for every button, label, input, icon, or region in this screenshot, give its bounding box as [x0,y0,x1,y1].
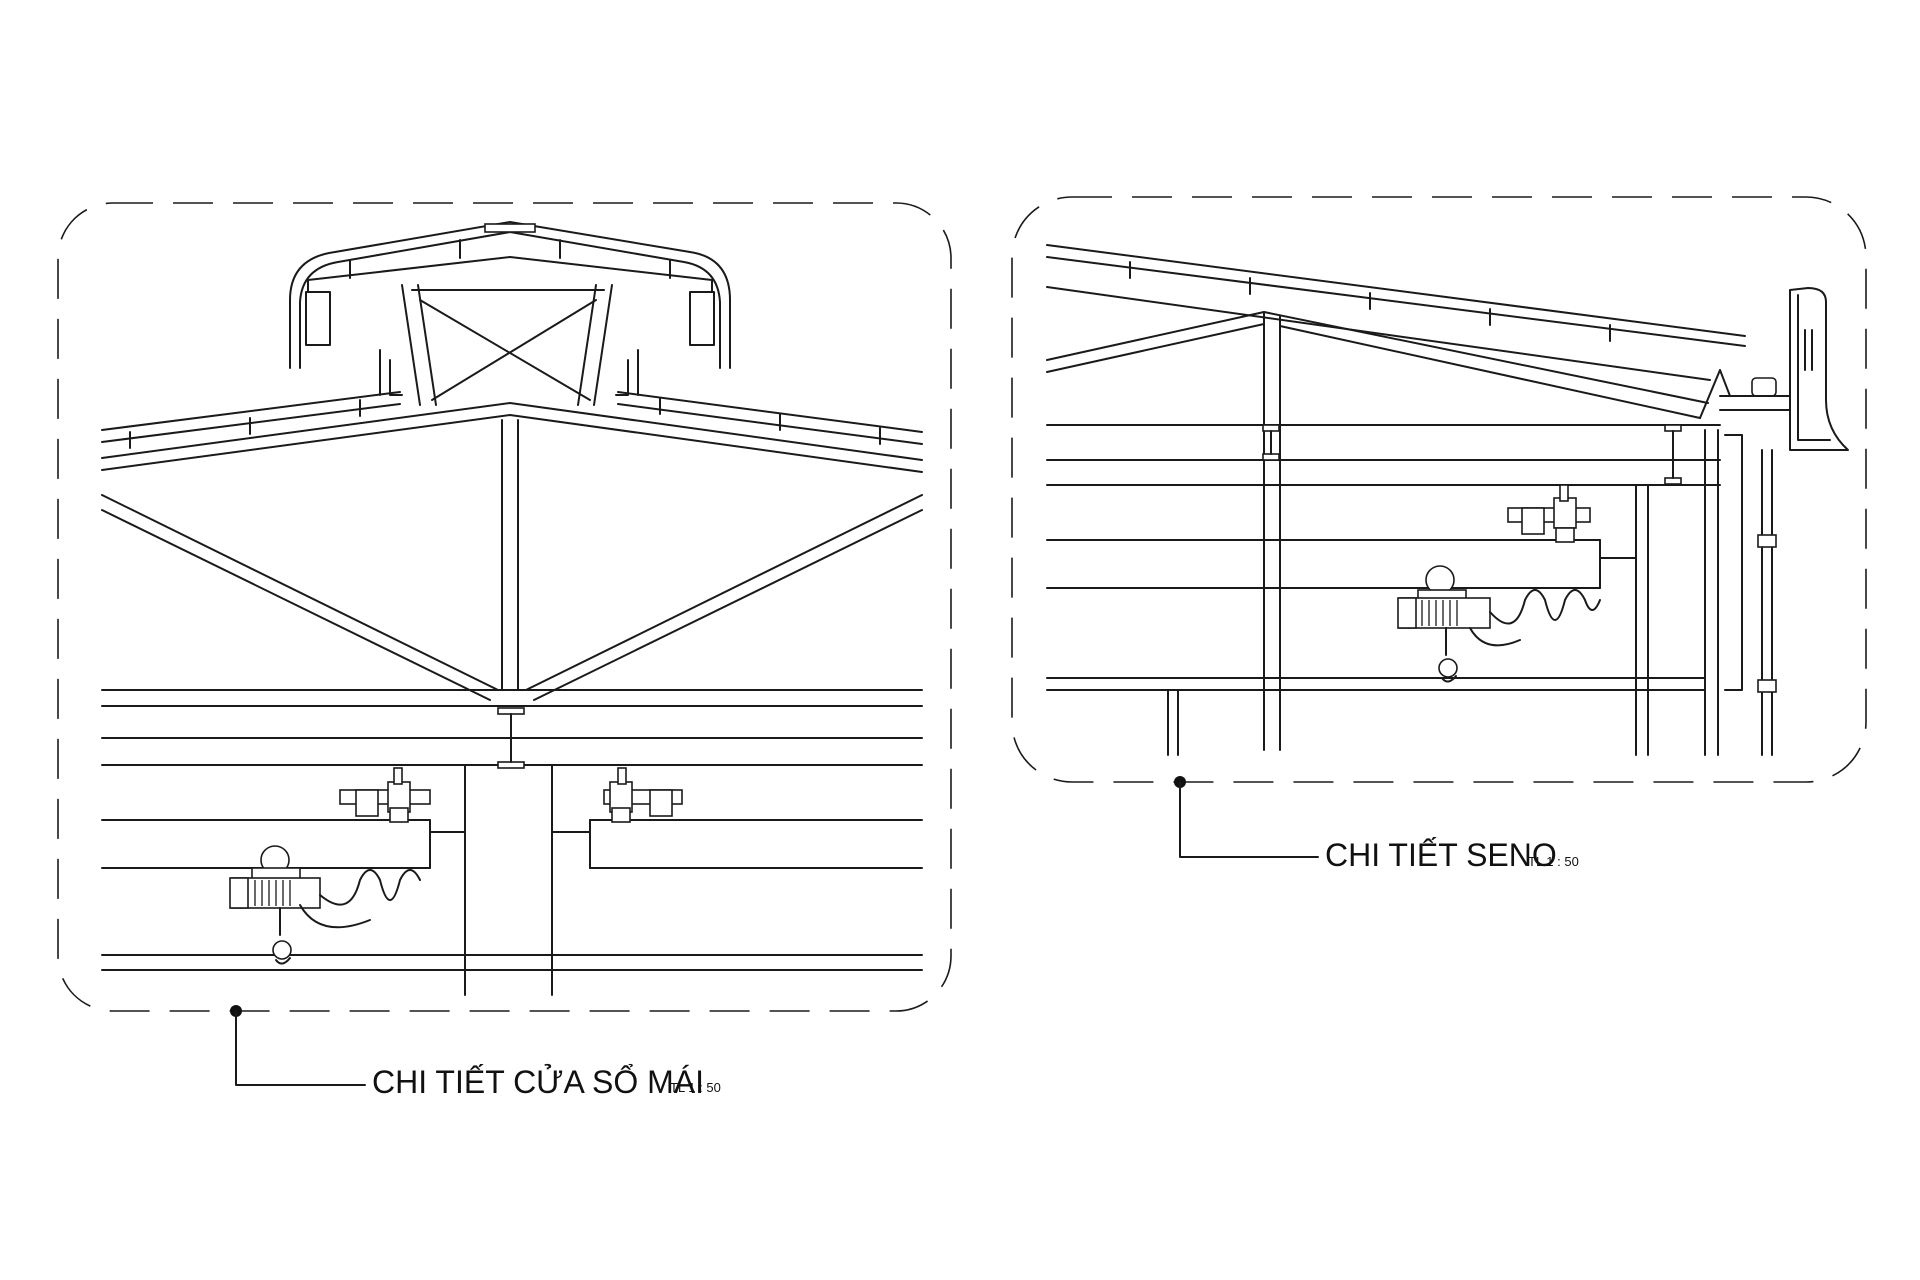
trolley-left [339,767,431,823]
roof-slope [1046,244,1746,751]
monitor-truss [401,284,613,406]
trolley-right [603,767,683,823]
detail-scale-gutter: TL 1 : 50 [1528,854,1579,869]
viewport-frame-right [1011,196,1867,783]
gutter-box [1699,287,1849,756]
callout-right [1174,776,1319,858]
roof-cladding [101,349,923,473]
hoist-gutter [1397,565,1601,683]
monitor-cap [289,221,731,369]
detail-title-gutter: CHI TIẾT SENO [1325,837,1557,873]
callout-left [230,1005,366,1086]
detail-roof-monitor: CHI TIẾT CỬA SỔ MÁI TL 1 : 50 [57,202,952,1100]
main-truss [101,419,923,707]
crane-girders [101,707,923,996]
trolley-gutter [1507,484,1591,543]
gutter-beams [1046,424,1743,756]
detail-title-roof-monitor: CHI TIẾT CỬA SỔ MÁI [372,1064,704,1100]
detail-gutter: CHI TIẾT SENO TL 1 : 50 [1011,196,1867,873]
viewport-frame-left [57,202,952,1012]
detail-scale-roof-monitor: TL 1 : 50 [670,1080,721,1095]
hoist-left [229,845,421,965]
